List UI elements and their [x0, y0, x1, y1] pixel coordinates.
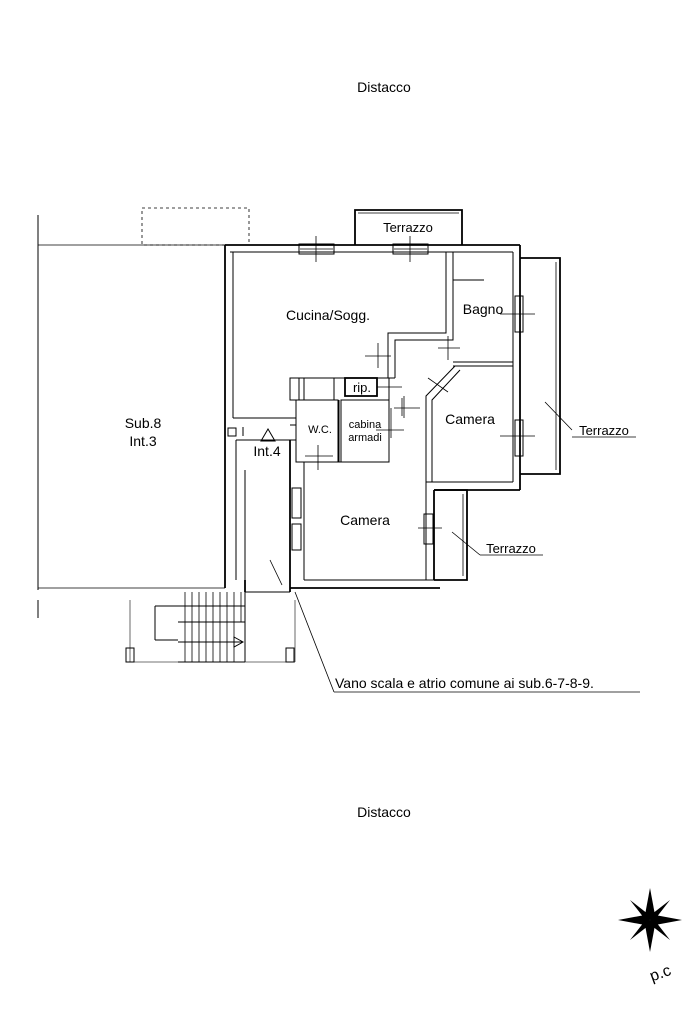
cucina-label: Cucina/Sogg.	[286, 307, 370, 323]
room-camera-center	[303, 462, 442, 580]
window-north-1	[298, 236, 335, 262]
armadi-label: armadi	[348, 432, 382, 444]
camera-right-label: Camera	[445, 411, 495, 427]
rip-label: rip.	[353, 380, 371, 395]
terrazzo-lower-label: Terrazzo	[486, 541, 536, 556]
entry-area	[227, 424, 296, 586]
int3-label: Int.3	[129, 433, 156, 449]
terrace-top	[354, 209, 463, 245]
room-bagno	[453, 279, 535, 367]
north-arrow-icon	[618, 888, 682, 952]
room-cucina	[233, 252, 454, 419]
apartment-outline	[224, 244, 521, 593]
compass-label: p.c	[648, 962, 674, 985]
neighbour-sub8-outline	[37, 207, 250, 618]
bagno-label: Bagno	[463, 301, 504, 317]
entrance-triangle-icon	[260, 428, 276, 442]
vano-scala-leader	[294, 591, 335, 693]
distacco-top-label: Distacco	[357, 79, 411, 95]
wc-label: W.C.	[308, 424, 332, 436]
camera-center-label: Camera	[340, 512, 390, 528]
terrace-lower	[434, 489, 543, 581]
door-marks	[296, 336, 460, 463]
terrazzo-top-label: Terrazzo	[383, 220, 433, 235]
int4-label: Int.4	[253, 443, 280, 459]
stair-hall	[125, 592, 296, 663]
distacco-bottom-label: Distacco	[357, 804, 411, 820]
vano-scala-label: Vano scala e atrio comune ai sub.6-7-8-9…	[335, 675, 594, 691]
window-north-2	[392, 236, 429, 262]
stair-arrow-head-icon	[233, 636, 245, 648]
terrace-right	[520, 257, 636, 475]
wardrobe-units	[291, 487, 302, 551]
cabina-label: cabina	[349, 419, 382, 431]
room-camera-right	[425, 365, 535, 482]
terrazzo-right-label: Terrazzo	[579, 423, 629, 438]
sub8-label: Sub.8	[125, 415, 162, 431]
